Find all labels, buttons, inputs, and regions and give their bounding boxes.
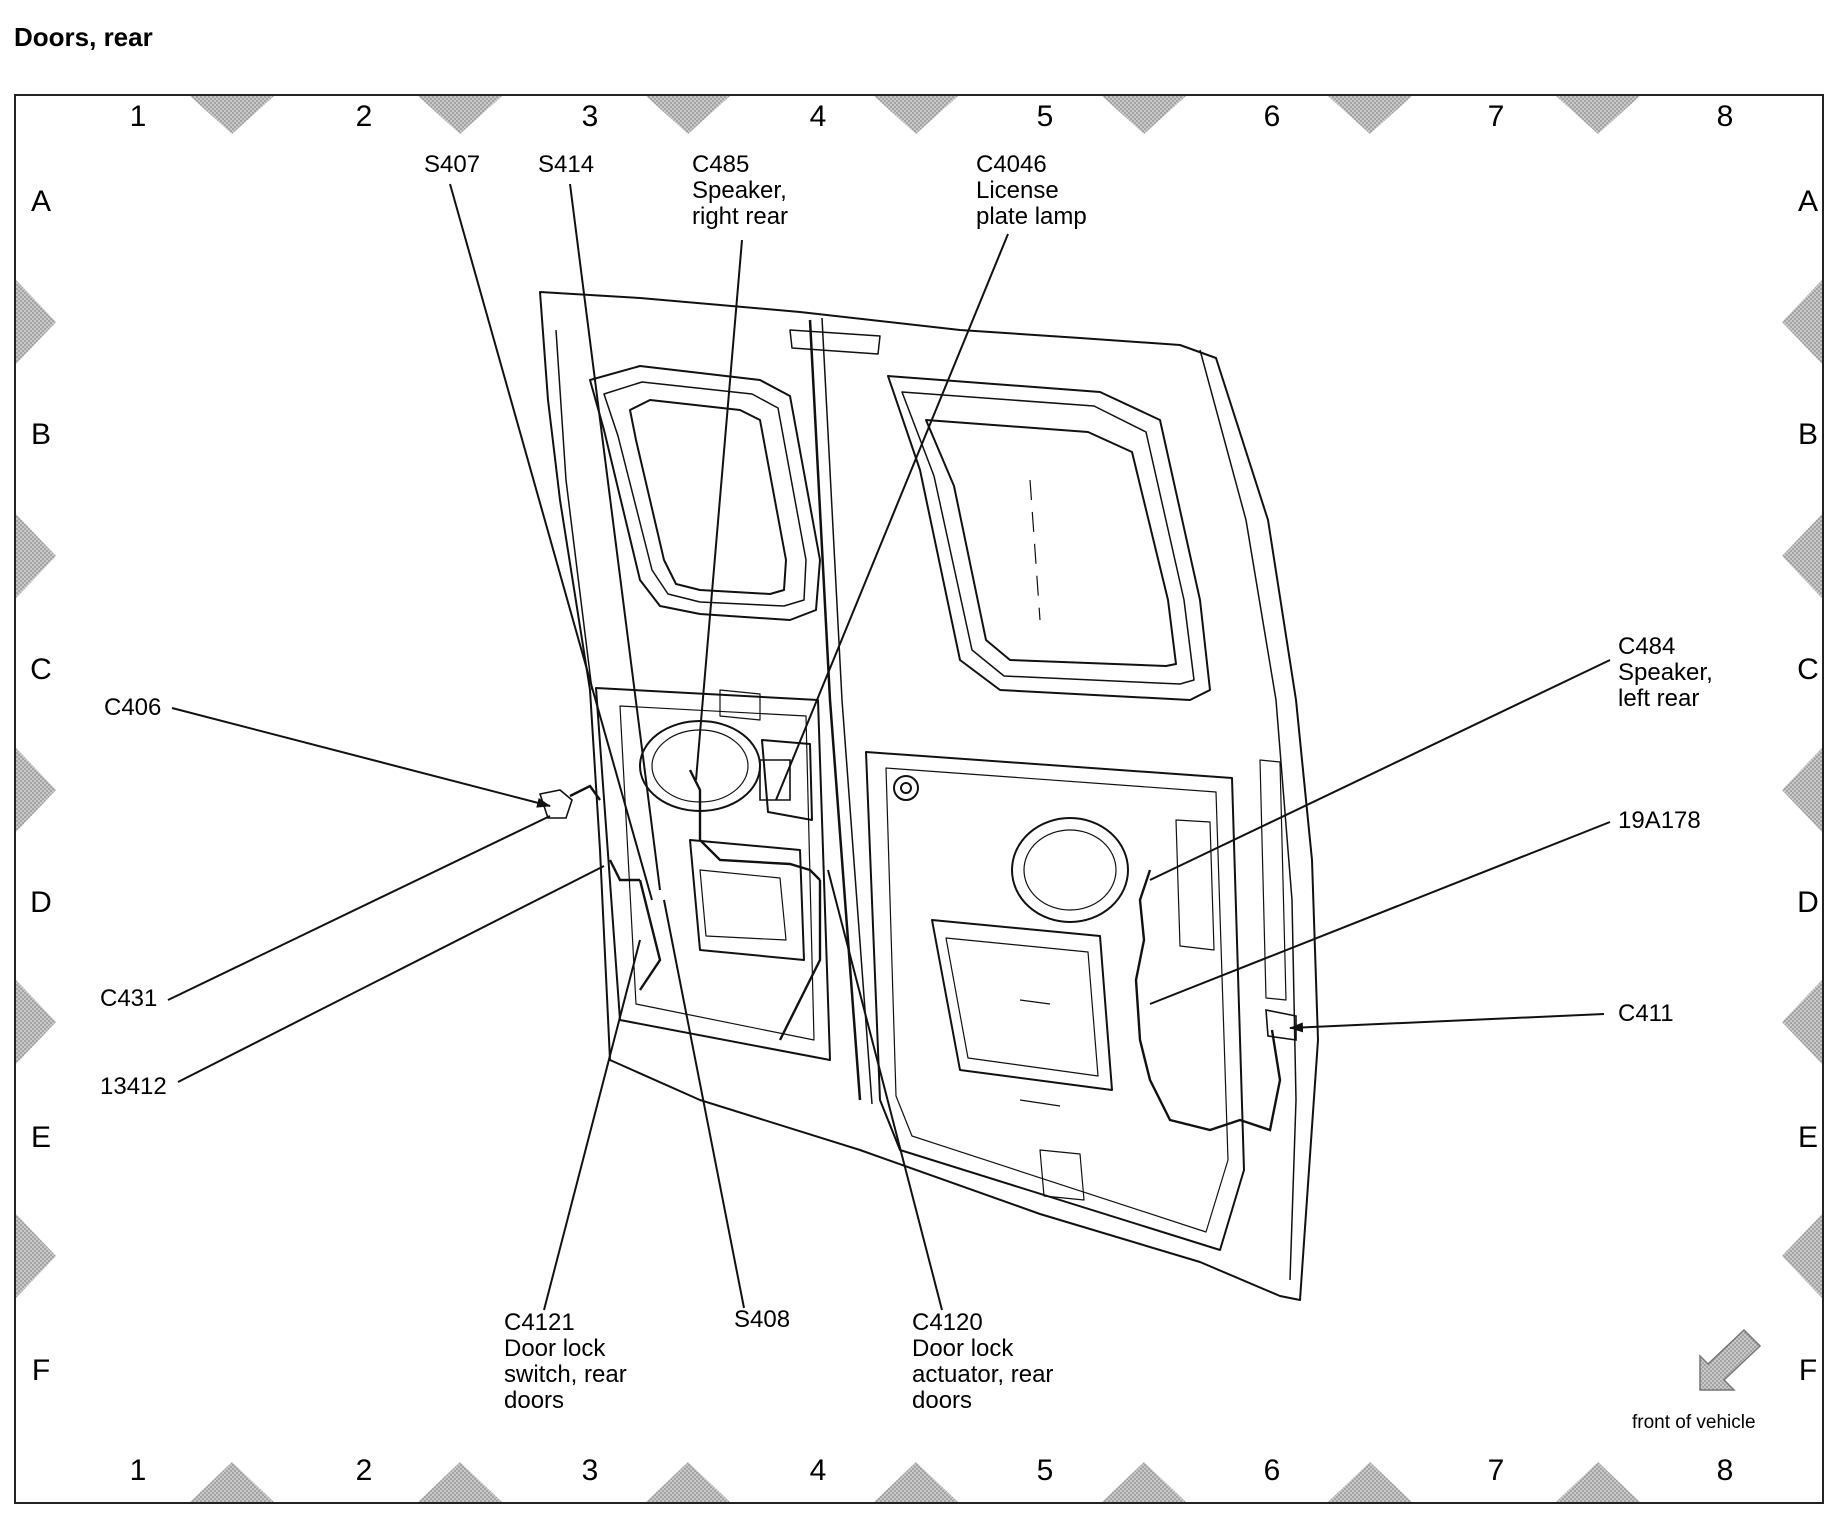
callout-s408: S408 xyxy=(734,1307,790,1333)
page-title: Doors, rear xyxy=(14,22,153,52)
leader-c4120 xyxy=(827,869,943,1311)
callout-c411: C411 xyxy=(1618,1001,1674,1027)
grid-row-b-right: B xyxy=(1797,418,1818,451)
grid-row-c-right: C xyxy=(1797,653,1819,686)
callout-19a178-line1: 19A178 xyxy=(1618,807,1701,834)
grid-col-6-top: 6 xyxy=(1263,100,1281,133)
callout-s408-line1: S408 xyxy=(734,1306,791,1333)
grid-markers-left xyxy=(16,280,56,1298)
callout-c4121-line4: doors xyxy=(504,1387,565,1414)
callout-s407-line1: S407 xyxy=(424,151,481,178)
callout-c485-line2: Speaker, xyxy=(692,177,787,204)
grid-markers-top xyxy=(190,96,1640,134)
leader-c411 xyxy=(1289,1013,1605,1033)
callout-c485-line1: C485 xyxy=(692,151,750,178)
grid-col-5-bottom: 5 xyxy=(1036,1454,1054,1487)
diagram-frame xyxy=(14,94,1824,1504)
leader-c406 xyxy=(171,707,551,808)
grid-row-e-left: E xyxy=(30,1121,51,1154)
grid-col-3-top: 3 xyxy=(581,100,599,133)
leader-13412 xyxy=(177,865,605,1083)
leader-s408 xyxy=(663,899,745,1309)
callout-c431-line1: C431 xyxy=(100,985,158,1012)
callout-c4120-line1: C4120 xyxy=(912,1309,983,1336)
callout-leaders xyxy=(167,183,1611,1311)
grid-row-d-right: D xyxy=(1797,886,1819,919)
grid-row-a-right: A xyxy=(1797,185,1818,218)
callout-c406-line1: C406 xyxy=(104,694,162,721)
grid-row-a-left: A xyxy=(30,185,51,218)
callout-c4121-line2: Door lock xyxy=(504,1335,606,1362)
callout-c4120-line4: doors xyxy=(912,1387,973,1414)
callout-c4120-line3: actuator, rear xyxy=(912,1361,1054,1388)
callout-s414: S414 xyxy=(538,152,594,178)
grid-col-5-top: 5 xyxy=(1036,100,1054,133)
leader-c484 xyxy=(1149,659,1611,881)
callout-c485: C485 Speaker, right rear xyxy=(692,152,788,230)
front-of-vehicle-label: front of vehicle xyxy=(1632,1412,1756,1433)
callout-s414-line1: S414 xyxy=(538,151,595,178)
callout-s407: S407 xyxy=(424,152,480,178)
grid-row-d-left: D xyxy=(30,886,52,919)
grid-row-f-right: F xyxy=(1798,1354,1818,1387)
rear-doors-illustration xyxy=(539,291,1319,1301)
grid-col-1-bottom: 1 xyxy=(129,1454,147,1487)
grid-col-8-top: 8 xyxy=(1716,100,1734,133)
leader-c4121 xyxy=(543,939,641,1311)
grid-col-2-top: 2 xyxy=(355,100,373,133)
leader-s414 xyxy=(569,183,661,891)
grid-col-2-bottom: 2 xyxy=(355,1454,373,1487)
callout-c4120: C4120 Door lock actuator, rear doors xyxy=(912,1310,1053,1414)
grid-col-3-bottom: 3 xyxy=(581,1454,599,1487)
callout-c431: C431 xyxy=(100,986,157,1012)
grid-row-c-left: C xyxy=(30,653,52,686)
callout-c411-line1: C411 xyxy=(1618,1000,1674,1027)
grid-col-7-top: 7 xyxy=(1487,100,1505,133)
grid-col-1-top: 1 xyxy=(129,100,147,133)
leader-19a178 xyxy=(1149,821,1611,1005)
grid-col-4-top: 4 xyxy=(809,100,827,133)
callout-c485-line3: right rear xyxy=(692,203,789,230)
callout-c484: C484 Speaker, left rear xyxy=(1618,634,1713,712)
leader-s407 xyxy=(449,183,653,901)
callout-c4120-line2: Door lock xyxy=(912,1335,1014,1362)
callout-c484-line1: C484 xyxy=(1618,633,1676,660)
callout-c4046: C4046 License plate lamp xyxy=(976,152,1087,230)
callout-13412-line1: 13412 xyxy=(100,1073,167,1100)
callout-c4121-line3: switch, rear xyxy=(504,1361,627,1388)
callout-c4046-line3: plate lamp xyxy=(976,203,1087,230)
grid-row-e-right: E xyxy=(1797,1121,1818,1154)
callout-19a178: 19A178 xyxy=(1618,808,1701,834)
grid-col-4-bottom: 4 xyxy=(809,1454,827,1487)
grid-row-f-left: F xyxy=(31,1354,51,1387)
grid-col-6-bottom: 6 xyxy=(1263,1454,1281,1487)
callout-13412: 13412 xyxy=(100,1074,167,1100)
callout-c4121-line1: C4121 xyxy=(504,1309,575,1336)
leader-c4046 xyxy=(775,233,1009,801)
callout-c4046-line1: C4046 xyxy=(976,151,1047,178)
grid-row-b-left: B xyxy=(30,418,51,451)
grid-col-7-bottom: 7 xyxy=(1487,1454,1505,1487)
callout-c4121: C4121 Door lock switch, rear doors xyxy=(504,1310,627,1414)
front-of-vehicle-arrow xyxy=(1699,1328,1762,1391)
leader-c431 xyxy=(167,815,551,1001)
callout-c406: C406 xyxy=(104,695,161,721)
callout-c484-line2: Speaker, xyxy=(1618,659,1713,686)
grid-col-8-bottom: 8 xyxy=(1716,1454,1734,1487)
wiring-harness xyxy=(538,759,1297,1132)
grid-markers-bottom xyxy=(190,1462,1640,1502)
leader-c485 xyxy=(695,239,743,781)
callout-c484-line3: left rear xyxy=(1618,685,1700,712)
grid-markers-right xyxy=(1782,280,1822,1298)
callout-c4046-line2: License xyxy=(976,177,1059,204)
